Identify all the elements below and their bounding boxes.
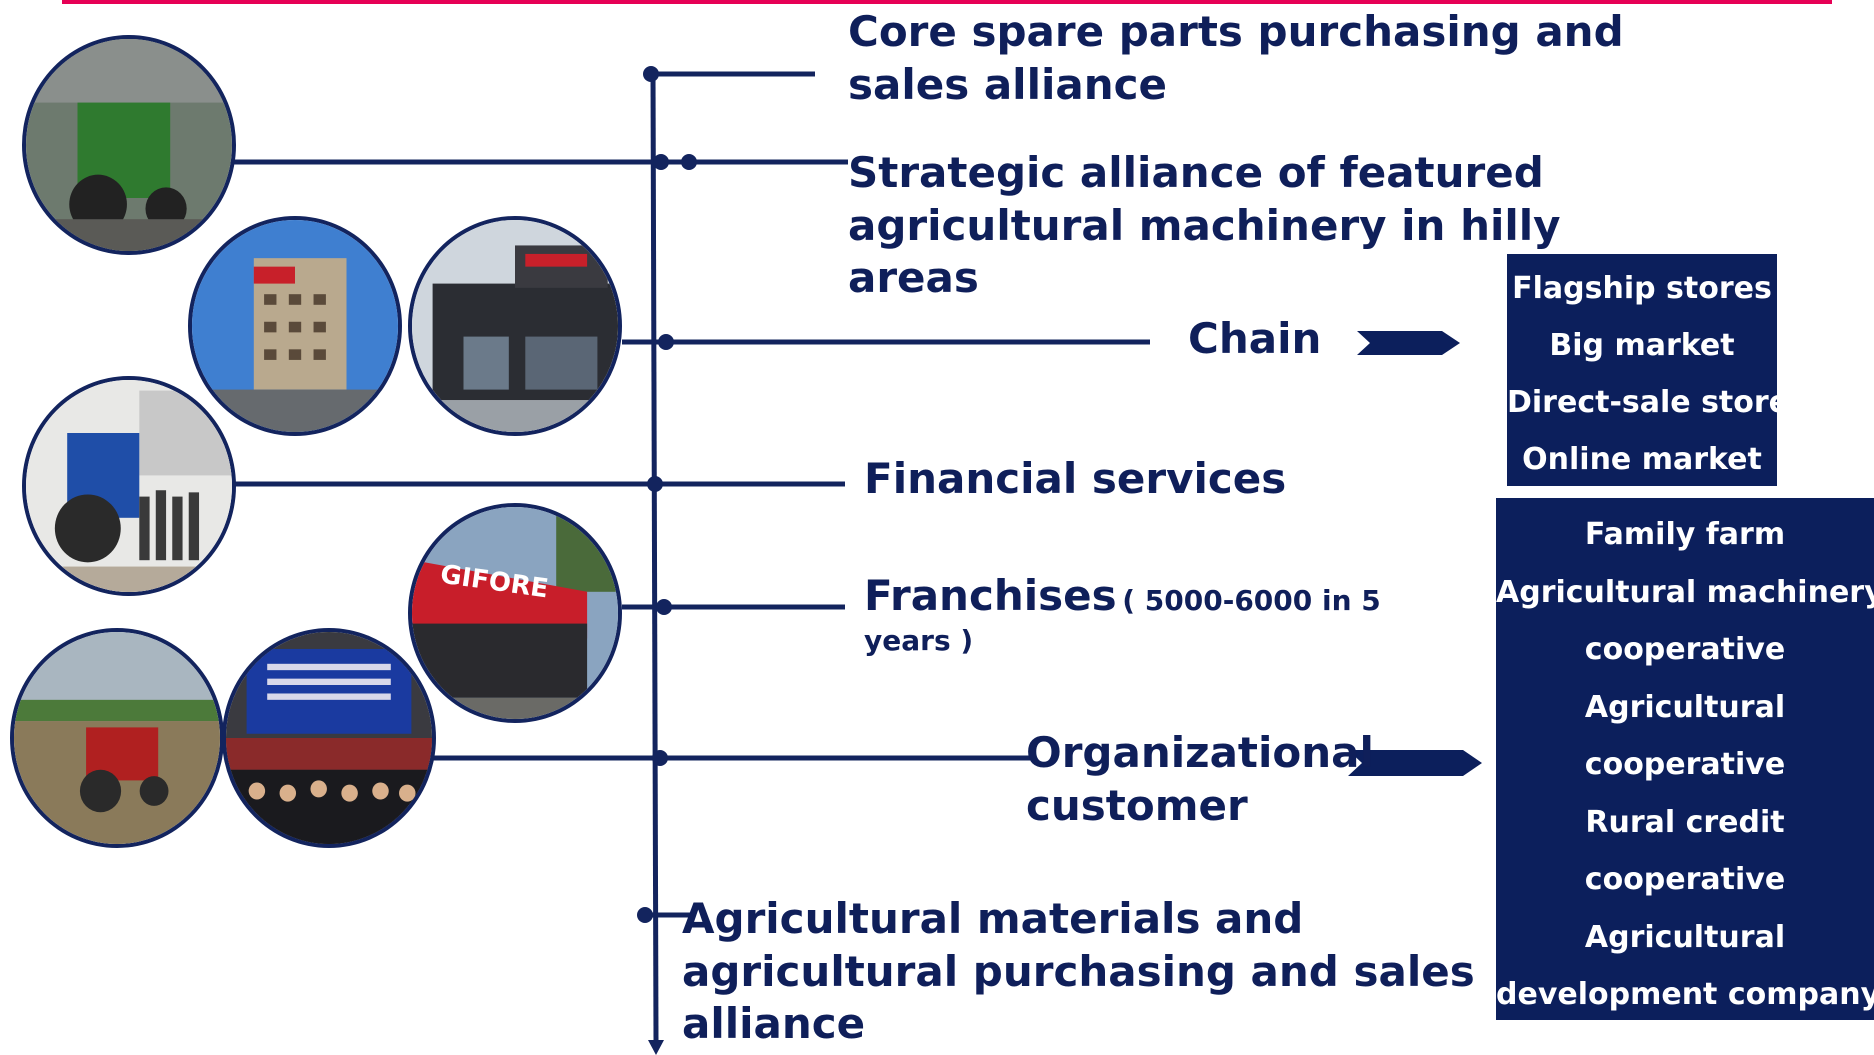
org-box-item: cooperative bbox=[1584, 862, 1786, 897]
chain-box-item: Big market bbox=[1549, 328, 1735, 363]
org-arrow bbox=[1348, 750, 1482, 776]
chain-arrow bbox=[1357, 331, 1460, 355]
chain-box-item: Online market bbox=[1522, 442, 1762, 477]
chain-box-item: Flagship stores bbox=[1512, 271, 1772, 306]
org-customer-box: Family farm Agricultural machinery coope… bbox=[1496, 498, 1874, 1020]
label-core-spare-parts: Core spare parts purchasing and sales al… bbox=[848, 7, 1624, 109]
tractor-field-icon bbox=[14, 632, 220, 844]
org-box-item: Rural credit bbox=[1585, 804, 1785, 840]
chain-box: Flagship stores Big market Direct-sale s… bbox=[1507, 254, 1790, 486]
label-strategic-alliance: Strategic alliance of featured agricultu… bbox=[848, 148, 1561, 302]
office-building-icon bbox=[192, 220, 398, 432]
label-agri-materials: Agricultural materials and agricultural … bbox=[682, 894, 1475, 1048]
org-box-item: Family farm bbox=[1584, 517, 1786, 552]
photo-office-building bbox=[188, 216, 402, 436]
org-box-item: development company bbox=[1496, 977, 1874, 1012]
tractor-factory-icon bbox=[26, 39, 232, 251]
photo-tractor-field bbox=[10, 628, 224, 848]
chain-box-item: Direct-sale store bbox=[1507, 385, 1790, 420]
label-organizational-customer: Organizational customer bbox=[1026, 728, 1374, 830]
tractor-group-icon bbox=[26, 380, 232, 592]
org-box-item: Agricultural bbox=[1584, 689, 1786, 725]
top-accent-bar bbox=[62, 0, 1832, 4]
photo-conference bbox=[222, 628, 436, 848]
storefront-icon bbox=[412, 220, 618, 432]
label-franchises: Franchises bbox=[864, 571, 1117, 620]
label-chain: Chain bbox=[1188, 314, 1322, 363]
org-box-item: cooperative bbox=[1584, 747, 1786, 782]
conference-icon bbox=[226, 632, 432, 844]
org-box-item: Agricultural bbox=[1584, 919, 1786, 955]
org-box-item: Agricultural machinery bbox=[1496, 574, 1874, 610]
label-financial-services: Financial services bbox=[864, 454, 1287, 503]
photo-franchise-store: GIFORE bbox=[408, 503, 622, 723]
label-franchises-note: ( 5000-6000 in 5 years ) bbox=[864, 584, 1381, 657]
label-franchises-group: Franchises ( 5000-6000 in 5 years ) bbox=[864, 570, 1424, 658]
photo-storefront bbox=[408, 216, 622, 436]
photo-tractor-group bbox=[22, 376, 236, 596]
org-box-item: cooperative bbox=[1584, 632, 1786, 667]
franchise-store-icon bbox=[412, 507, 618, 719]
photo-tractor-factory bbox=[22, 35, 236, 255]
